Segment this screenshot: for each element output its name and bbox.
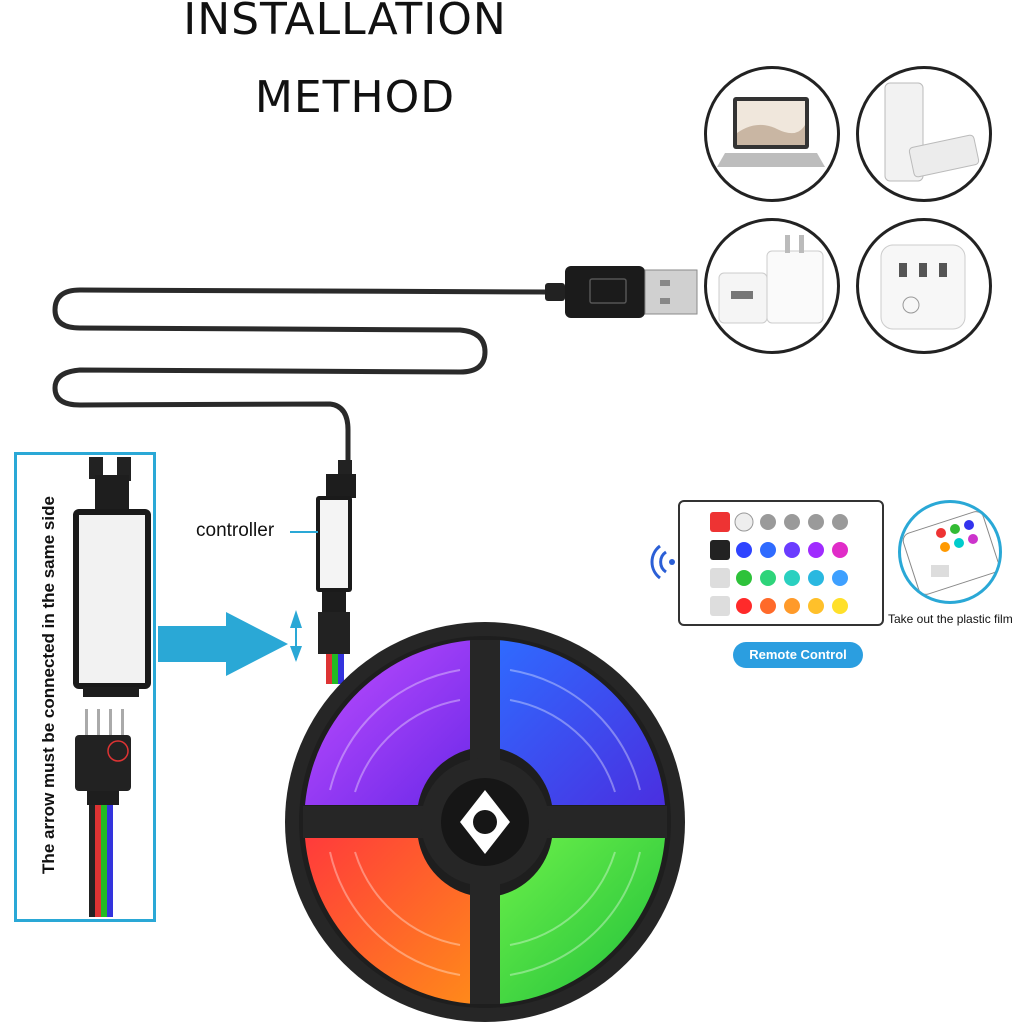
blue-arrow-icon [158, 610, 302, 676]
title-line-1: INSTALLATION [183, 0, 507, 45]
controller-label: controller [196, 520, 275, 541]
inline-controller [316, 460, 356, 684]
power-bank-icon [884, 82, 980, 182]
power-source-power-strip [856, 218, 992, 354]
usb-cable [52, 287, 551, 465]
usb-adapter-icon [718, 235, 824, 324]
led-strip-reel [285, 622, 685, 1022]
usb-plug [545, 266, 698, 318]
laptop-icon [717, 97, 825, 167]
remote-keypad [710, 512, 848, 616]
remote-control-card [678, 500, 884, 626]
take-out-film-label: Take out the plastic film [888, 612, 1013, 626]
connector-detail-illustration [73, 457, 151, 917]
remote-control-button[interactable]: Remote Control [733, 642, 863, 668]
title-line-2: METHOD [254, 72, 456, 123]
power-strip-icon [880, 244, 966, 330]
power-source-power-bank [856, 66, 992, 202]
remote-closeup [898, 500, 1002, 604]
remote-closeup-icon [902, 511, 999, 595]
power-source-usb-adapter [704, 218, 840, 354]
connector-detail-box: The arrow must be connected in the same … [14, 452, 156, 922]
signal-icon [650, 544, 675, 580]
power-source-laptop [704, 66, 840, 202]
